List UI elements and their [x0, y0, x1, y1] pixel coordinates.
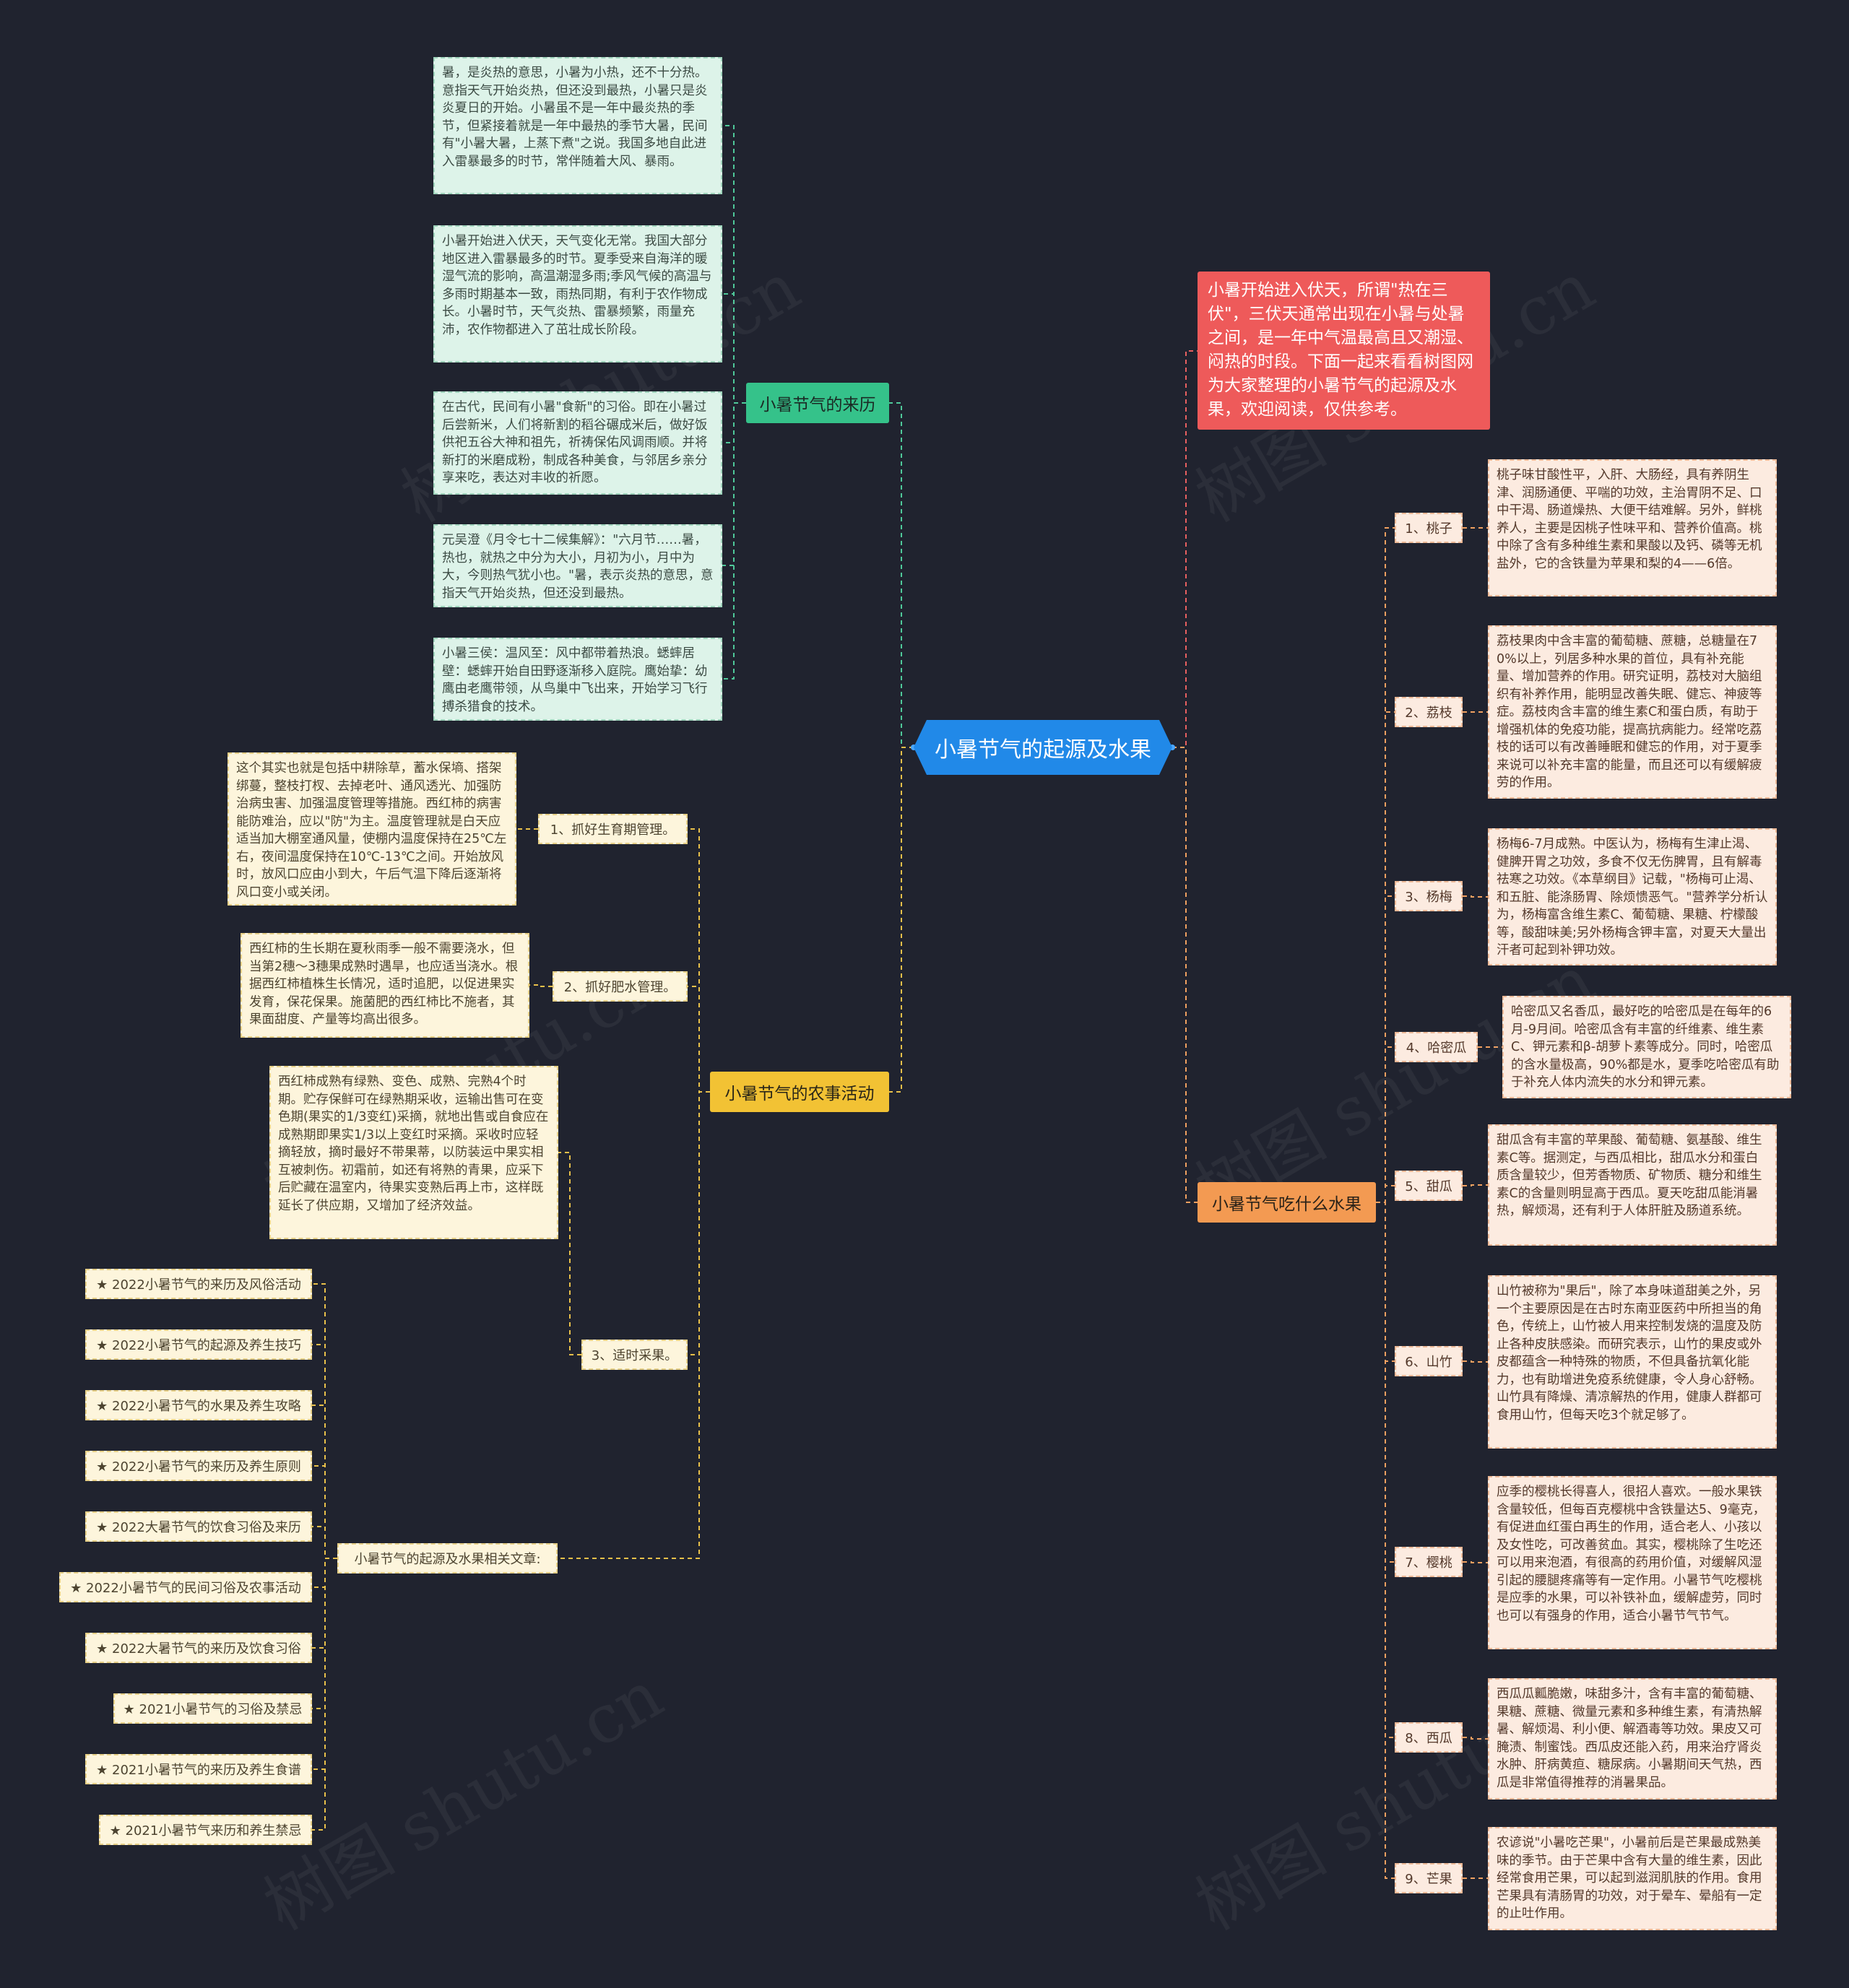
fruit-label[interactable]: 6、山竹	[1395, 1346, 1463, 1376]
farming-note[interactable]: 西红柿成熟有绿熟、变色、成熟、完熟4个时期。贮存保鲜可在绿熟期采收，运输出售可在…	[269, 1066, 558, 1239]
branch-origin[interactable]: 小暑节气的来历	[746, 383, 889, 423]
connector	[889, 402, 914, 748]
connector	[558, 1091, 710, 1559]
related-article-link[interactable]: ★ 2022小暑节气的水果及养生攻略	[85, 1390, 312, 1420]
connector	[1463, 1737, 1488, 1740]
related-article-link[interactable]: ★ 2022小暑节气的起源及养生技巧	[85, 1329, 312, 1360]
fruit-label[interactable]: 8、西瓜	[1395, 1722, 1463, 1753]
fruit-note[interactable]: 桃子味甘酸性平，入肝、大肠经，具有养阴生津、润肠通便、平喘的功效，主治胃阴不足、…	[1488, 459, 1777, 596]
fruit-label[interactable]: 3、杨梅	[1395, 881, 1463, 911]
farming-note[interactable]: 这个其实也就是包括中耕除草，蓄水保墒、搭架绑蔓，整枝打杈、去掉老叶、通风透光、加…	[228, 752, 516, 906]
connector	[688, 986, 710, 1093]
related-article-link[interactable]: ★ 2022大暑节气的饮食习俗及来历	[85, 1511, 312, 1542]
fruit-label[interactable]: 7、樱桃	[1395, 1547, 1463, 1577]
fruit-note[interactable]: 西瓜瓜瓤脆嫩，味甜多汁，含有丰富的葡萄糖、果糖、蔗糖、微量元素和多种维生素，有清…	[1488, 1678, 1777, 1800]
connector	[1376, 527, 1395, 1203]
origin-note[interactable]: 小暑三侯：温风至：风中都带着热浪。蟋蟀居壁：蟋蟀开始自田野逐渐移入庭院。鹰始挚：…	[433, 638, 722, 721]
origin-note[interactable]: 小暑开始进入伏天，天气变化无常。我国大部分地区进入雷暴最多的时节。夏季受来自海洋…	[433, 225, 722, 363]
connector	[312, 1558, 337, 1831]
related-article-link[interactable]: ★ 2022小暑节气的民间习俗及农事活动	[59, 1572, 312, 1602]
origin-note[interactable]: 在古代，民间有小暑"食新"的习俗。即在小暑过后尝新米，人们将新割的稻谷碾成米后，…	[433, 391, 722, 495]
connector	[1172, 350, 1198, 748]
connector	[722, 402, 746, 566]
connector	[1376, 1202, 1395, 1738]
connector	[889, 747, 914, 1093]
fruit-note[interactable]: 应季的樱桃长得喜人，很招人喜欢。一般水果铁含量较低，但每百克樱桃中含铁量达5、9…	[1488, 1476, 1777, 1649]
connector	[688, 828, 710, 1093]
fruit-label[interactable]: 5、甜瓜	[1395, 1171, 1463, 1201]
connector	[312, 1526, 337, 1559]
related-article-link[interactable]: ★ 2022大暑节气的来历及饮食习俗	[85, 1633, 312, 1663]
related-articles-label[interactable]: 小暑节气的起源及水果相关文章:	[337, 1543, 558, 1574]
fruit-note[interactable]: 杨梅6-7月成熟。中医认为，杨梅有生津止渴、健脾开胃之功效，多食不仅无伤脾胃，且…	[1488, 828, 1777, 965]
fruit-note[interactable]: 甜瓜含有丰富的苹果酸、葡萄糖、氨基酸、维生素C等。据测定，与西瓜相比，甜瓜水分和…	[1488, 1124, 1777, 1246]
farming-note[interactable]: 西红柿的生长期在夏秋雨季一般不需要浇水，但当第2穗～3穗果成熟时遇旱，也应适当浇…	[241, 933, 529, 1038]
connector	[312, 1283, 337, 1559]
branch-farming[interactable]: 小暑节气的农事活动	[710, 1072, 889, 1112]
connector	[722, 125, 746, 404]
intro-note[interactable]: 小暑开始进入伏天，所谓"热在三伏"，三伏天通常出现在小暑与处暑之间，是一年中气温…	[1198, 272, 1490, 430]
fruit-label[interactable]: 9、芒果	[1395, 1863, 1463, 1893]
fruit-label[interactable]: 4、哈密瓜	[1395, 1032, 1478, 1062]
connector	[1376, 1202, 1395, 1879]
related-article-link[interactable]: ★ 2022小暑节气的来历及养生原则	[85, 1451, 312, 1481]
connector	[688, 1091, 710, 1355]
connector	[312, 1465, 337, 1559]
fruit-note[interactable]: 哈密瓜又名香瓜，最好吃的哈密瓜是在每年的6月-9月间。哈密瓜含有丰富的纤维素、维…	[1502, 996, 1791, 1098]
connector	[1376, 1046, 1395, 1203]
connector	[1463, 1561, 1488, 1563]
origin-note[interactable]: 元吴澄《月令七十二候集解》："六月节……暑，热也，就热之中分为大小，月初为小，月…	[433, 524, 722, 607]
central-topic[interactable]: 小暑节气的起源及水果	[914, 720, 1172, 775]
fruit-note[interactable]: 山竹被称为"果后"，除了本身味道甜美之外，另一个主要原因是在古时东南亚医药中所担…	[1488, 1275, 1777, 1449]
branch-fruits[interactable]: 小暑节气吃什么水果	[1198, 1182, 1376, 1223]
related-article-link[interactable]: ★ 2021小暑节气的来历及养生食谱	[85, 1754, 312, 1784]
related-article-link[interactable]: ★ 2021小暑节气的习俗及禁忌	[113, 1693, 312, 1724]
related-article-link[interactable]: ★ 2022小暑节气的来历及风俗活动	[85, 1269, 312, 1299]
connector	[1376, 1185, 1395, 1203]
connector	[1172, 747, 1198, 1203]
connector	[722, 402, 746, 680]
fruit-note[interactable]: 荔枝果肉中含丰富的葡萄糖、蔗糖，总糖量在70%以上，列居多种水果的首位，具有补充…	[1488, 625, 1777, 799]
fruit-label[interactable]: 2、荔枝	[1395, 697, 1463, 727]
farming-sub-label[interactable]: 3、适时采果。	[581, 1340, 688, 1370]
farming-sub-label[interactable]: 2、抓好肥水管理。	[553, 971, 688, 1002]
fruit-note[interactable]: 农谚说"小暑吃芒果"，小暑前后是芒果最成熟美味的季节。由于芒果中含有大量的维生素…	[1488, 1827, 1777, 1930]
connector	[529, 984, 553, 987]
connector	[1463, 1184, 1488, 1186]
connector	[558, 1152, 581, 1355]
fruit-label[interactable]: 1、桃子	[1395, 513, 1463, 543]
connector	[1463, 895, 1488, 898]
origin-note[interactable]: 暑，是炎热的意思，小暑为小热，还不十分热。意指天气开始炎热，但还没到最热，小暑只…	[433, 57, 722, 194]
farming-sub-label[interactable]: 1、抓好生育期管理。	[538, 814, 688, 844]
related-article-link[interactable]: ★ 2021小暑节气来历和养生禁忌	[99, 1815, 312, 1845]
connector	[722, 293, 746, 404]
connector	[1463, 1360, 1488, 1363]
connector	[1376, 1202, 1395, 1563]
